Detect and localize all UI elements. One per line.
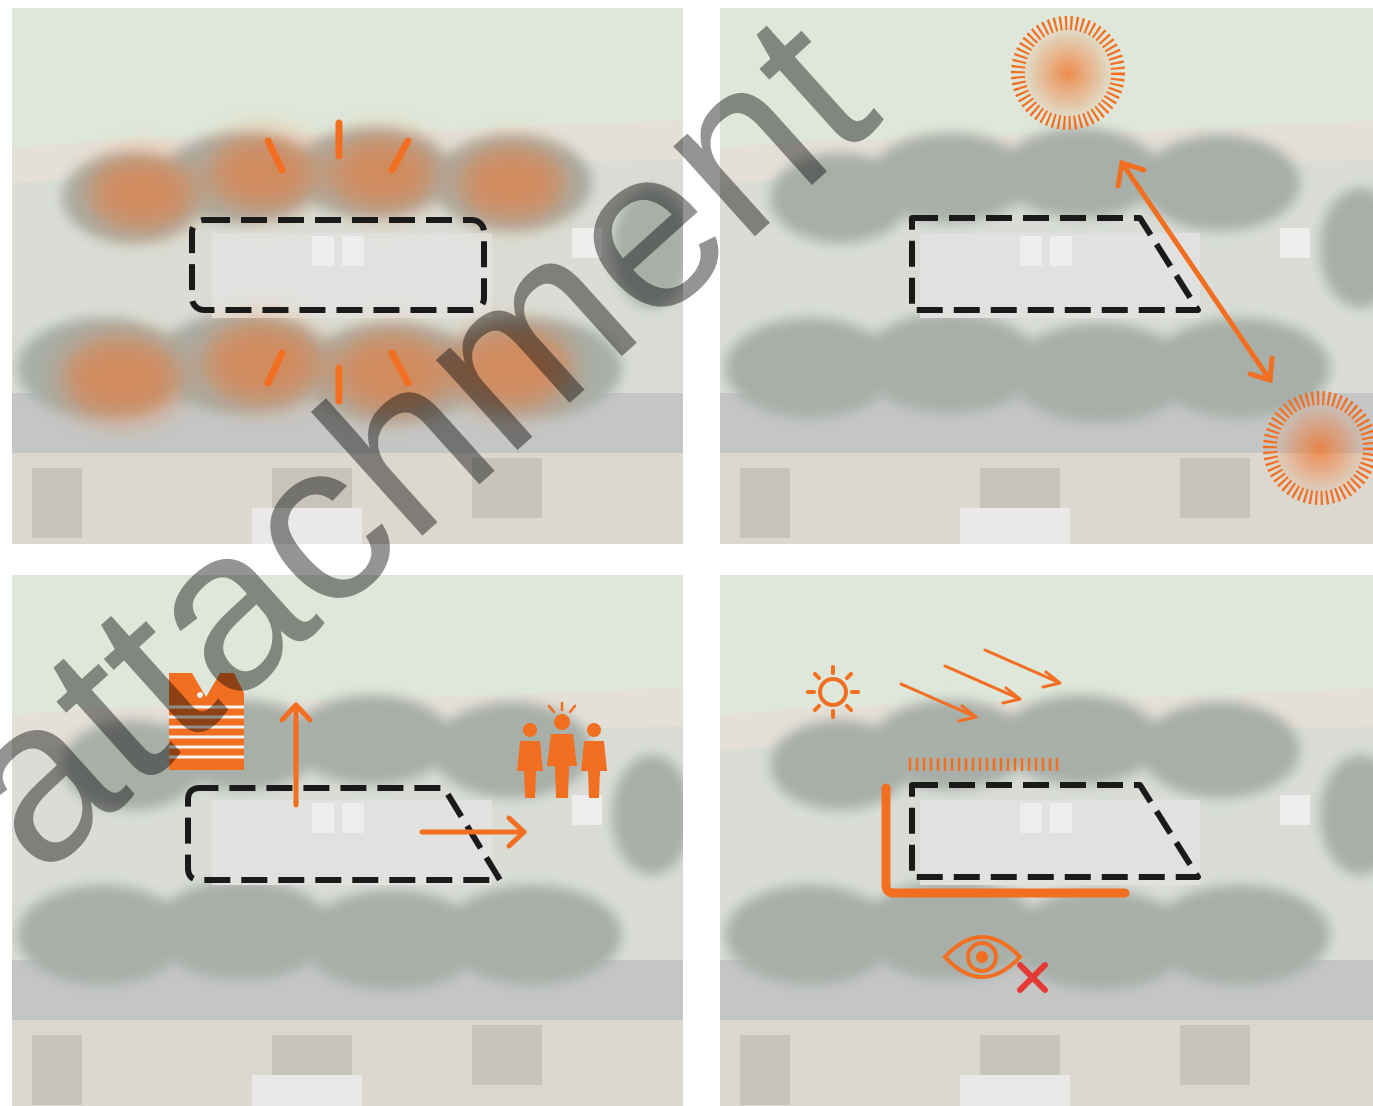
double-arrow-icon	[1115, 159, 1275, 384]
screen-wall	[881, 783, 1130, 898]
site-outline	[909, 782, 1201, 880]
sun-rays-icon	[899, 648, 1062, 723]
glow-icon	[62, 135, 572, 420]
arrow-right-icon	[419, 815, 527, 849]
small-sun-icon	[806, 665, 860, 719]
map-panel-sun-and-screening	[720, 575, 1373, 1106]
site-outline	[189, 217, 487, 313]
map-panel-tree-canopy	[12, 8, 683, 544]
arrow-up-icon	[279, 702, 313, 808]
sun-icon	[1263, 391, 1373, 505]
safety-vest-icon	[169, 673, 244, 770]
site-outline	[185, 785, 503, 883]
map-panel-workers-and-public	[12, 575, 683, 1106]
canopy-highlight-icon	[264, 119, 412, 405]
screen-hatch	[908, 758, 1059, 771]
eye-crossed-icon	[942, 935, 1048, 993]
aerial-map	[720, 8, 1373, 544]
map-panel-sun-path	[720, 8, 1373, 544]
sun-icon	[1011, 16, 1125, 130]
site-outline	[909, 215, 1201, 313]
aerial-map	[12, 575, 683, 1106]
aerial-map	[12, 8, 683, 544]
aerial-map	[720, 575, 1373, 1106]
people-group-icon	[517, 701, 607, 798]
